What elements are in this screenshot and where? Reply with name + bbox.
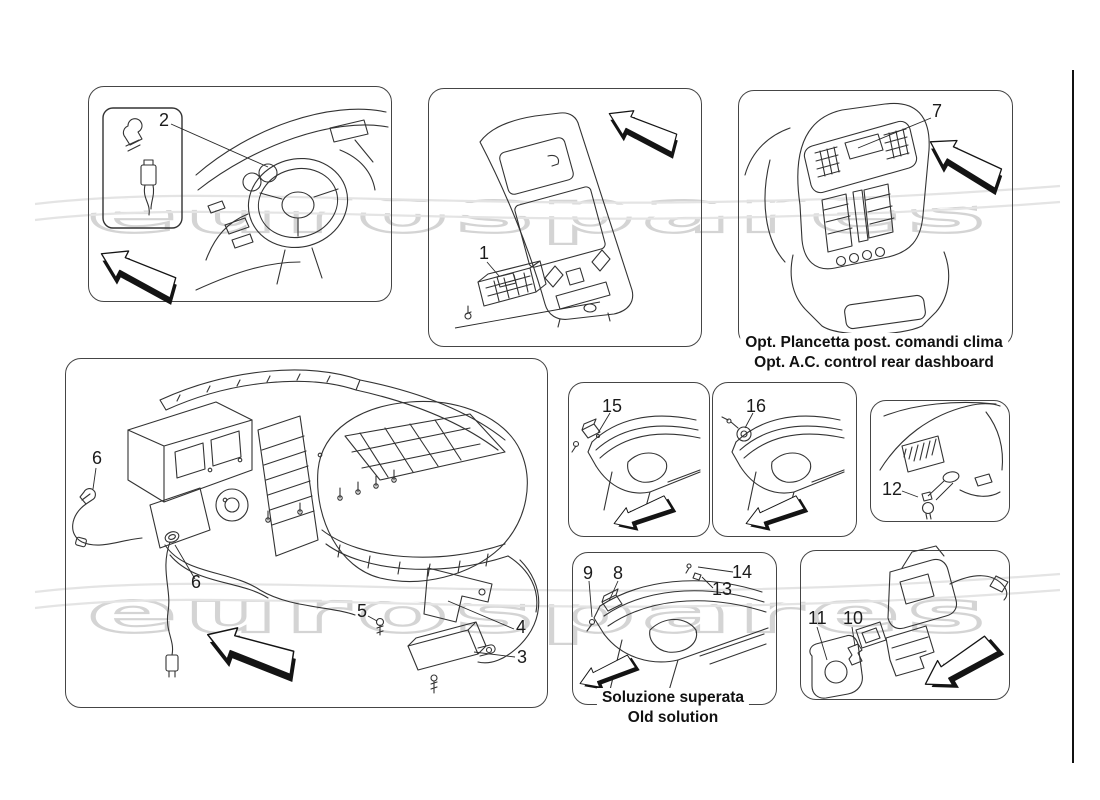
panel-rear-console [738,90,1013,347]
callout-10[interactable]: 10 [843,608,864,628]
panel-hvac-unit [65,358,548,708]
callout-14[interactable]: 14 [732,562,753,582]
callout-15[interactable]: 15 [602,396,623,416]
callout-5[interactable]: 5 [357,601,368,621]
callout-1[interactable]: 1 [479,243,490,263]
callout-11[interactable]: 11 [808,608,827,628]
caption-old-solution: Soluzione superata Old solution [596,688,750,727]
callout-7[interactable]: 7 [932,101,943,121]
panel-center-console [428,88,702,347]
caption-rear-console-line-it: Opt. Plancetta post. comandi clima [745,334,1003,351]
panel-sensor-assembly [800,550,1010,700]
callout-3[interactable]: 3 [517,647,528,667]
callout-8[interactable]: 8 [613,563,624,583]
callout-16[interactable]: 16 [746,396,767,416]
panel-dash-section-15 [568,382,710,537]
caption-old-solution-line-en: Old solution [627,708,719,726]
callout-2[interactable]: 2 [159,110,170,130]
callout-6-upper[interactable]: 6 [92,448,103,468]
callout-9[interactable]: 9 [583,563,594,583]
caption-rear-console: Opt. Plancetta post. comandi clima Opt. … [740,333,1008,372]
callout-6-lower[interactable]: 6 [191,572,202,592]
panel-front-dashboard [88,86,392,302]
callout-12[interactable]: 12 [882,479,903,499]
caption-rear-console-line-en: Opt. A.C. control rear dashboard [754,353,994,371]
callout-13[interactable]: 13 [712,579,733,599]
page-edge-rule [1072,70,1074,763]
panel-roof-console [870,400,1010,522]
callout-4[interactable]: 4 [516,617,527,637]
panel-dash-section-16 [712,382,857,537]
caption-old-solution-line-it: Soluzione superata [601,689,745,706]
